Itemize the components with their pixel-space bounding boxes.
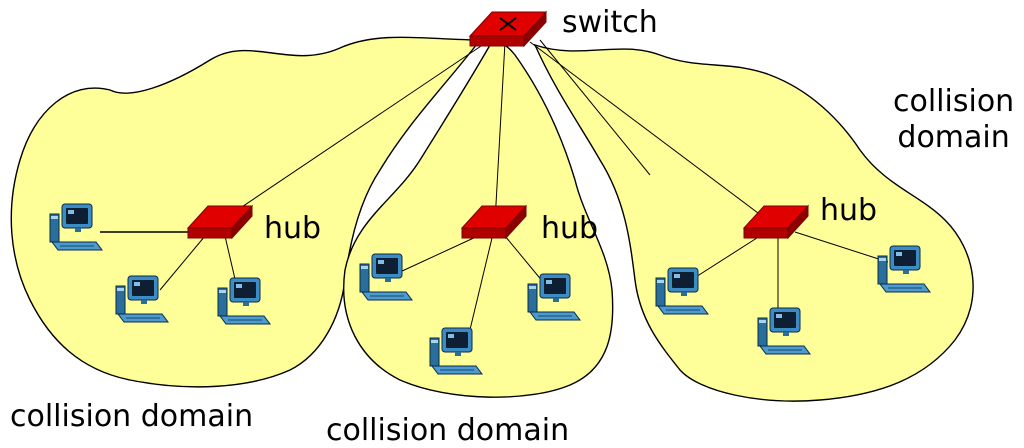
collision-domain-right-label-line-2: domain (897, 120, 1010, 155)
link-hub-3-host-9 (794, 231, 889, 263)
link-hub-3-host-7 (687, 235, 761, 283)
link-switch-hub-1 (214, 39, 491, 226)
collision-domain-right-label: collision domain (893, 84, 1014, 156)
hub-label-2: hub (541, 211, 599, 246)
hub-label-1: hub (264, 211, 322, 246)
link-hub-1-host-2 (159, 235, 206, 291)
link-switch-domain-right-edge (539, 39, 651, 176)
switch-label: switch (562, 5, 658, 40)
link-switch-hub-3 (529, 41, 771, 223)
link-hub-2-host-5 (467, 237, 493, 339)
hub-label-3: hub (820, 193, 878, 228)
collision-domain-left-label: collision domain (10, 399, 254, 434)
collision-domain-middle-label: collision domain (326, 413, 570, 448)
switch-icon (468, 10, 548, 48)
link-switch-hub-2 (494, 41, 506, 223)
collision-domain-right-label-line-1: collision (893, 84, 1015, 119)
link-hub-2-host-4 (399, 235, 479, 273)
